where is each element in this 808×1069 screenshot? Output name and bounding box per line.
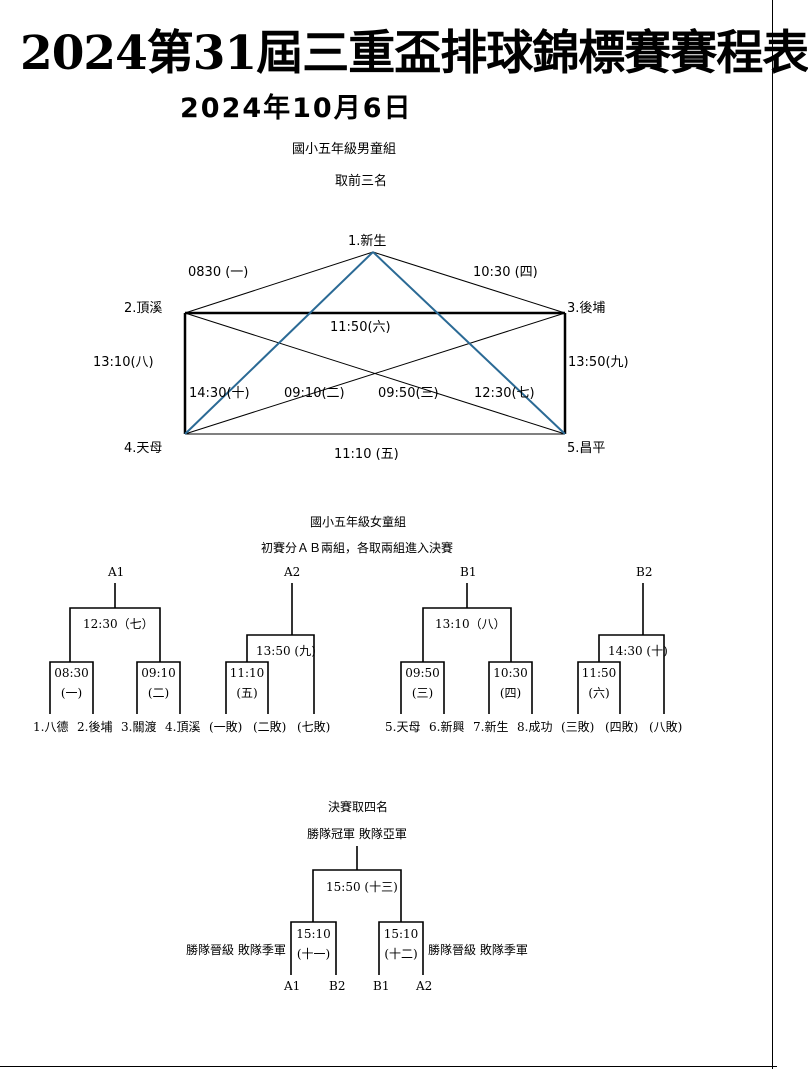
finals-left-match-no: (十一) [296,947,331,961]
finals-right-note: 勝隊晉級 敗隊季軍 [428,943,528,957]
a1-right-bracket [136,661,181,714]
event-date: 2024年10月6日 [180,93,413,124]
a1-team-2: 2.後埔 [77,720,113,734]
finals-left-match-time: 15:10 [296,927,331,941]
finals-slot-2: B2 [329,979,346,993]
page-title: 2024第31屆三重盃排球錦標賽賽程表 [20,26,808,81]
boys-match-2-3: 11:50(六) [330,320,391,335]
a1-group-label: A1 [108,565,125,579]
boys-division-title: 國小五年級男童組 [292,142,397,157]
b1-team-1: 5.天母 [385,720,421,734]
a2-top-match: 13:50 (九) [256,644,316,658]
boys-match-1-4: 14:30(十) [189,386,250,401]
b1-team-3: 7.新生 [473,720,509,734]
b2-team-3: (八敗) [649,720,683,734]
a2-team-3: (七敗) [297,720,331,734]
b2-inner-match-no: (六) [588,686,610,700]
a2-team-2: (二敗) [253,720,287,734]
boys-team-4: 4.天母 [124,441,163,456]
b2-top-match: 14:30 (十) [608,644,668,658]
b2-team-2: (四敗) [605,720,639,734]
a2-inner-match-no: (五) [236,686,258,700]
edge-1-5 [372,251,566,435]
a1-right-match-time: 09:10 [141,666,176,680]
b1-top-bracket [422,607,512,662]
b1-top-match: 13:10（八） [435,617,506,631]
finals-slot-4: A2 [416,979,433,993]
boys-team-2: 2.頂溪 [124,301,163,316]
a1-team-4: 4.頂溪 [165,720,201,734]
b1-right-match-time: 10:30 [493,666,528,680]
b2-top-bracket [598,634,665,714]
b1-right-bracket [488,661,533,714]
a2-inner-match-time: 11:10 [229,666,265,680]
edge-1-2 [184,251,374,314]
a1-top-bracket [69,607,161,662]
finals-left-note: 勝隊晉級 敗隊季軍 [186,943,286,957]
b1-left-match-no: (三) [411,686,434,700]
b1-group-label: B1 [460,565,477,579]
finals-rule: 決賽取四名 [328,800,389,814]
finals-right-match-time: 15:10 [383,927,419,941]
b2-inner-bracket [577,661,621,714]
a2-top-bracket [246,634,315,714]
b2-team-1: (三敗) [561,720,595,734]
b1-left-bracket [400,661,445,714]
a1-right-match-no: (二) [147,686,170,700]
page-border-bottom [0,1066,777,1067]
edge-1-3 [372,251,566,314]
boys-match-1-5: 12:30(七) [474,386,535,401]
b2-group-label: B2 [636,565,653,579]
a1-top-match: 12:30（七） [83,617,154,631]
boys-team-5: 5.昌平 [567,441,606,456]
boys-match-1-2: 0830 (一) [188,265,249,280]
a1-team-3: 3.關渡 [121,720,157,734]
finals-final-match: 15:50 (十三) [326,880,398,894]
a2-inner-bracket [225,661,269,714]
a2-team-1: (一敗) [209,720,243,734]
boys-match-3-5: 13:50(九) [568,355,629,370]
finals-slot-3: B1 [373,979,390,993]
bracket-lines [49,251,665,975]
boys-match-3-4: 09:50(三) [378,386,439,401]
finals-champion-note: 勝隊冠軍 敗隊亞軍 [307,827,407,841]
b1-team-2: 6.新興 [429,720,465,734]
boys-match-4-5: 11:10 (五) [334,447,399,462]
a1-left-match-no: (一) [60,686,83,700]
boys-match-2-4: 13:10(八) [93,355,154,370]
edge-3-4 [184,312,566,435]
finals-right-bracket [378,921,424,975]
b1-right-match-no: (四) [499,686,522,700]
girls-division-rule: 初賽分ＡＢ兩組，各取兩組進入決賽 [261,541,454,555]
boys-match-1-3: 10:30 (四) [473,265,538,280]
b1-team-4: 8.成功 [517,720,553,734]
finals-slot-1: A1 [284,979,301,993]
a1-team-1: 1.八德 [33,720,69,734]
boys-team-3: 3.後埔 [567,301,606,316]
boys-division-rule: 取前三名 [335,174,388,189]
boys-team-1: 1.新生 [348,234,387,249]
boys-match-2-5: 09:10(二) [284,386,345,401]
a1-left-match-time: 08:30 [54,666,89,680]
finals-right-match-no: (十二) [384,947,418,961]
finals-top-bracket [312,869,402,922]
edge-1-4 [184,251,374,435]
a1-left-bracket [49,661,94,714]
b1-left-match-time: 09:50 [405,666,440,680]
page-border-right [772,0,773,1069]
a2-group-label: A2 [284,565,301,579]
finals-left-bracket [290,921,337,975]
b2-inner-match-time: 11:50 [581,666,617,680]
girls-division-title: 國小五年級女童組 [310,515,407,529]
